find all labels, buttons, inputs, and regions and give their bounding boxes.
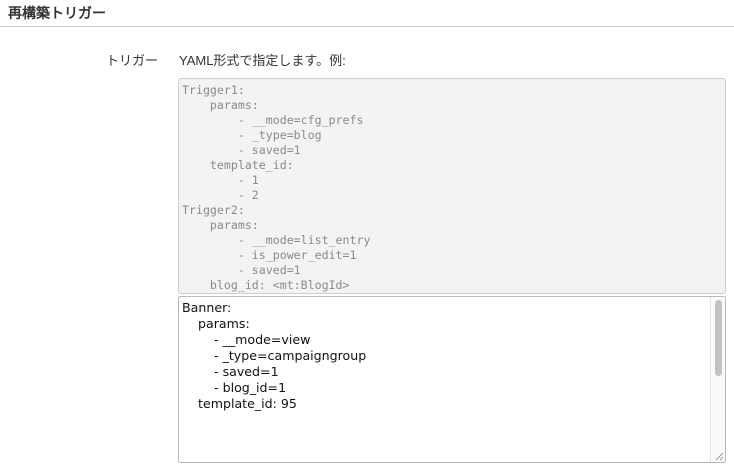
- format-hint: YAML形式で指定します。例:: [179, 53, 346, 68]
- textarea-scrollbar[interactable]: [710, 297, 725, 462]
- section-title: 再構築トリガー: [8, 5, 106, 21]
- yaml-example-block: Trigger1: params: - __mode=cfg_prefs - _…: [178, 78, 726, 294]
- section-header: 再構築トリガー: [0, 0, 734, 27]
- trigger-yaml-textarea[interactable]: [178, 296, 726, 463]
- trigger-field-label: トリガー: [105, 53, 158, 68]
- resize-grip-icon[interactable]: [714, 451, 724, 461]
- textarea-scrollbar-thumb[interactable]: [715, 300, 722, 376]
